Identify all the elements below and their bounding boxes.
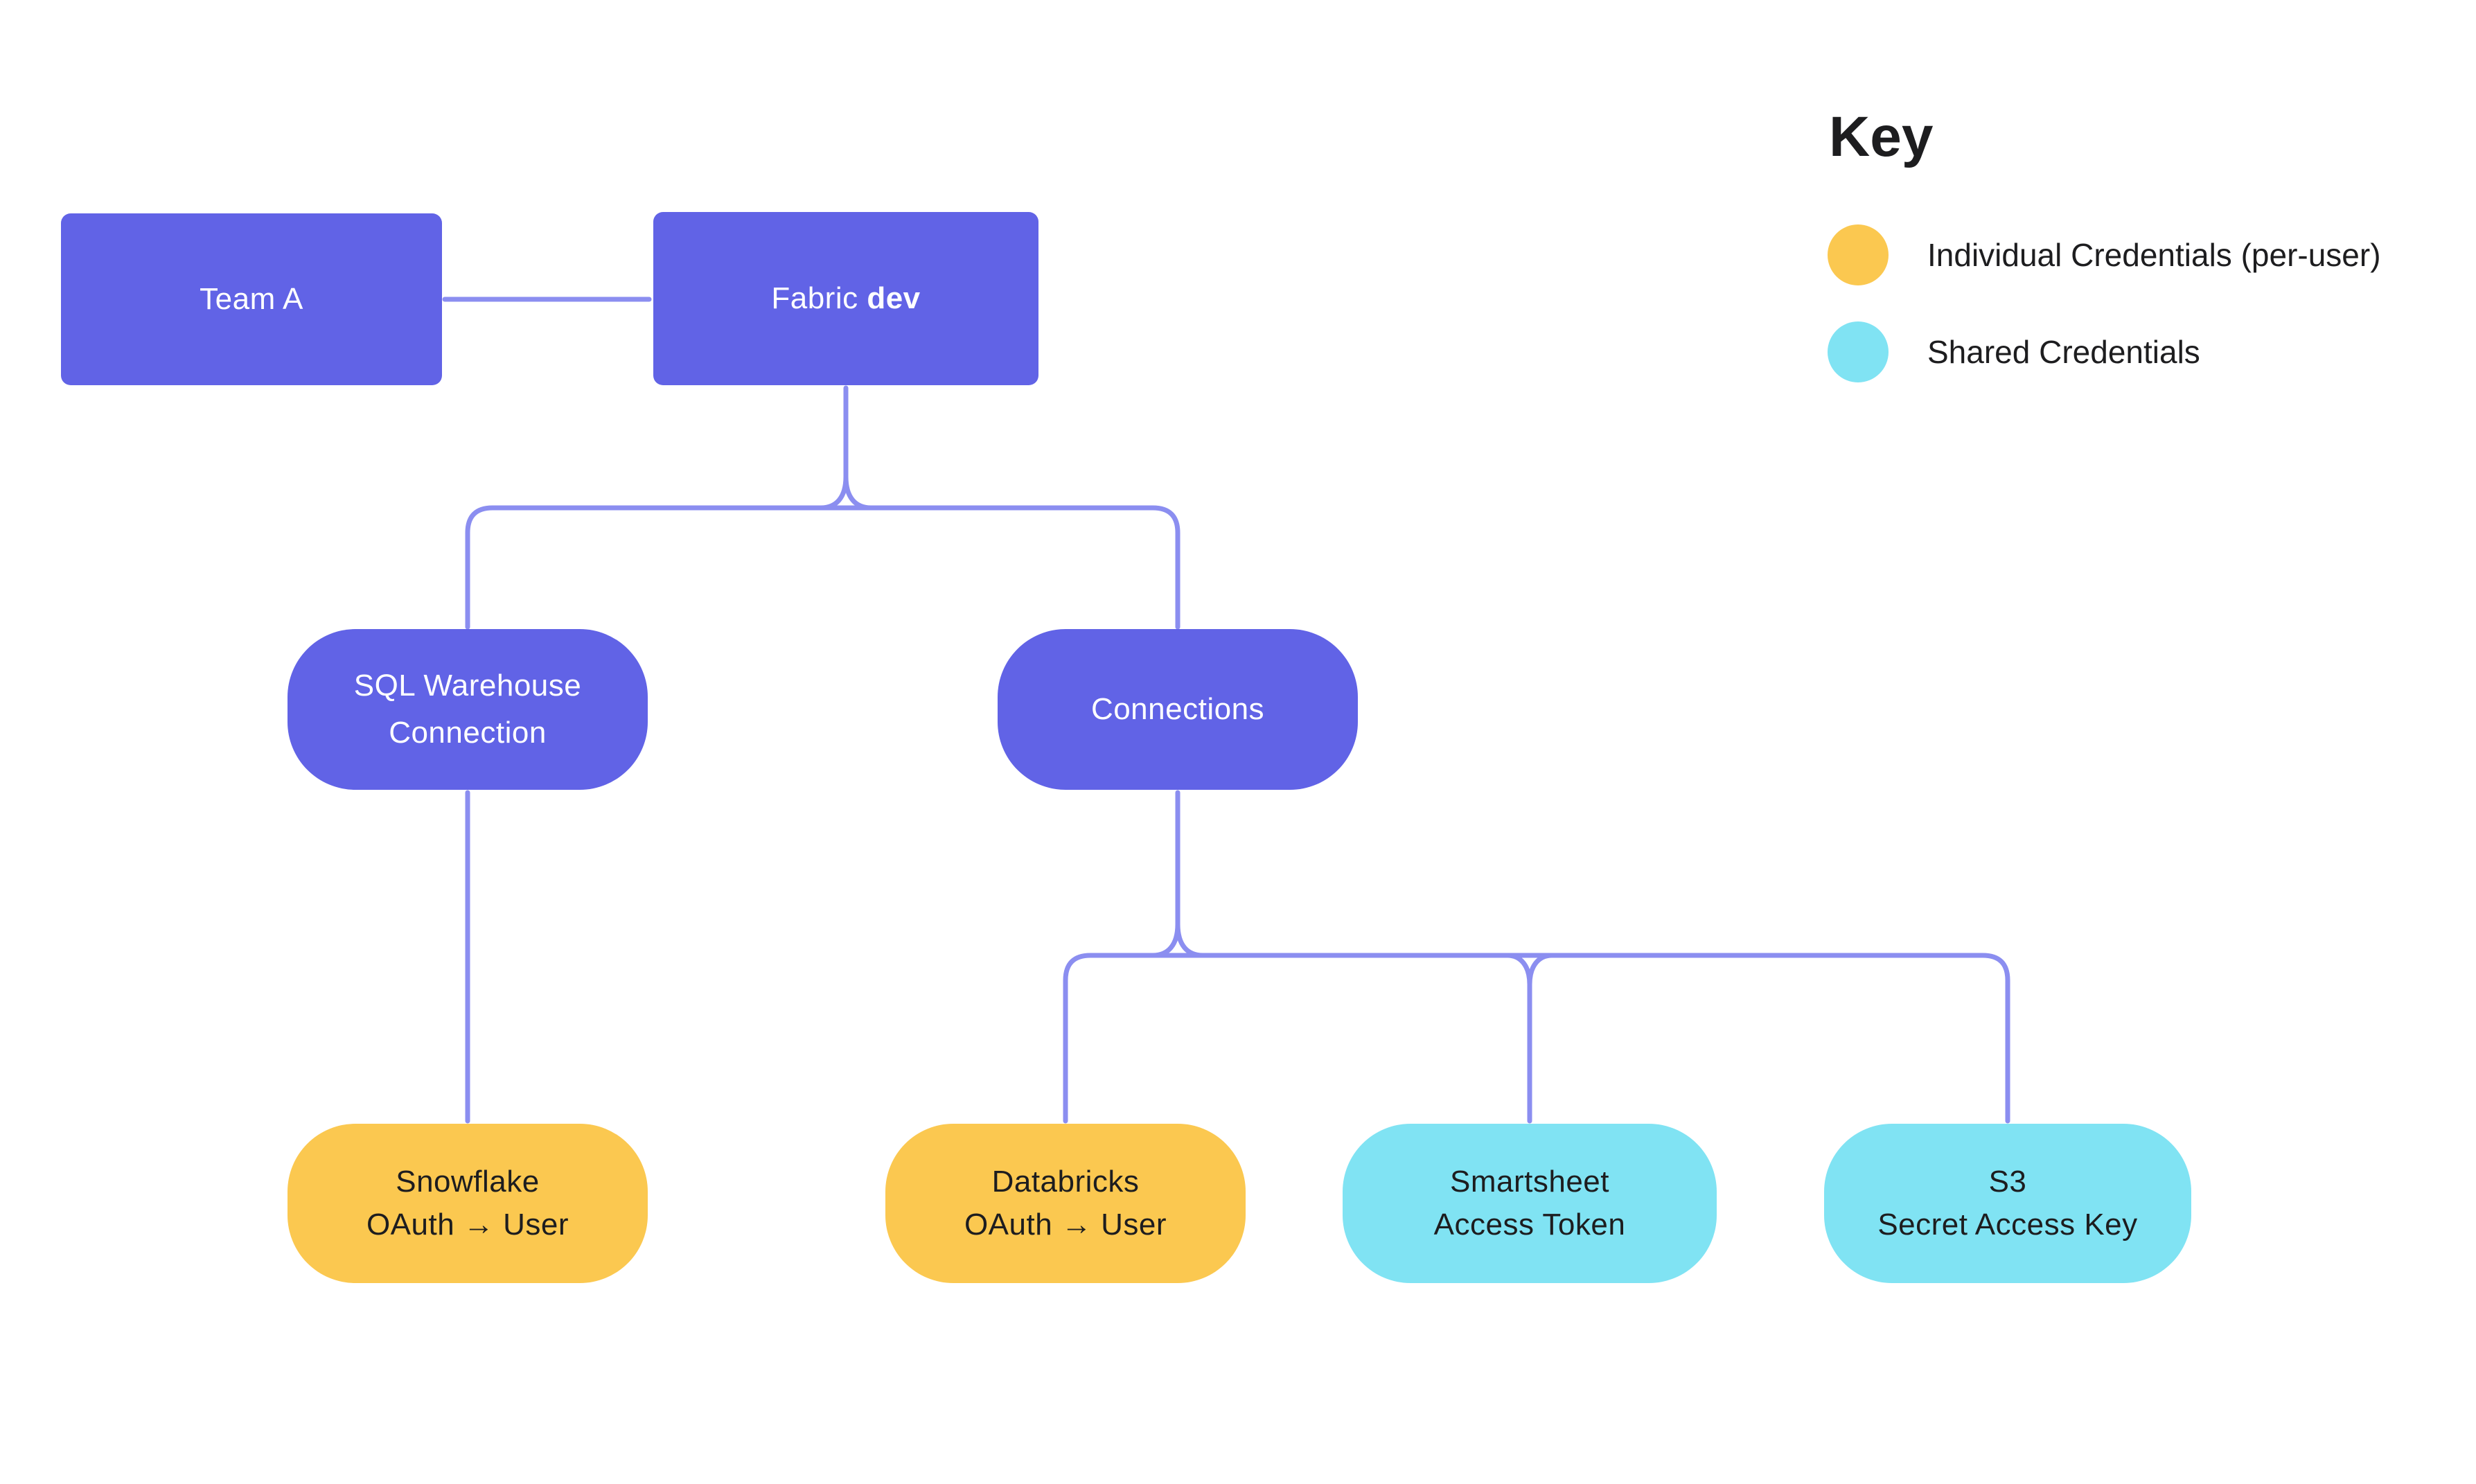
node-team-a: Team A [61, 213, 442, 385]
fabric-label-prefix: Fabric [771, 281, 858, 315]
node-databricks-line2: OAuth → User [964, 1208, 1167, 1242]
node-connections-label: Connections [1090, 692, 1265, 726]
node-fabric-dev: Fabric dev [653, 212, 1038, 385]
legend-label-shared: Shared Credentials [1927, 334, 2200, 370]
node-smartsheet-line2: Access Token [1433, 1208, 1626, 1242]
node-smartsheet-line1: Smartsheet [1450, 1165, 1609, 1199]
node-s3-line2: Secret Access Key [1877, 1208, 2138, 1242]
connector-branch-level2 [1063, 953, 2010, 1124]
node-fabric-dev-label: Fabric dev [771, 277, 920, 320]
connector-connections-stem-flare-left [1150, 921, 1180, 958]
node-snowflake: Snowflake OAuth → User [288, 1124, 648, 1283]
legend-row-individual: Individual Credentials (per-user) [1828, 224, 2381, 285]
connector-connections-stem-flare-right [1175, 921, 1205, 958]
node-databricks-line1: Databricks [991, 1165, 1140, 1199]
node-sql-line2: Connection [389, 716, 547, 750]
connector-fabric-stem-flare-right [843, 474, 874, 511]
individual-credentials-swatch-icon [1828, 224, 1889, 285]
node-team-a-label: Team A [200, 282, 303, 316]
legend-row-shared: Shared Credentials [1828, 321, 2381, 382]
node-smartsheet: Smartsheet Access Token [1343, 1124, 1717, 1283]
legend-title: Key [1829, 105, 1934, 168]
connector-smartsheet-drop-flare-right [1527, 953, 1555, 987]
legend: Key Individual Credentials (per-user) Sh… [1828, 103, 2381, 418]
node-s3-line1: S3 [1988, 1165, 2027, 1199]
node-sql-warehouse-connection: SQL Warehouse Connection [288, 629, 648, 790]
connector-fabric-stem-flare-left [818, 474, 849, 511]
node-snowflake-line1: Snowflake [396, 1165, 540, 1199]
connector-smartsheet-drop-flare-left [1505, 953, 1532, 987]
node-s3: S3 Secret Access Key [1824, 1124, 2191, 1283]
shared-credentials-swatch-icon [1828, 321, 1889, 382]
node-snowflake-line2: OAuth → User [366, 1208, 569, 1242]
node-sql-line1: SQL Warehouse [353, 669, 582, 703]
node-databricks: Databricks OAuth → User [885, 1124, 1246, 1283]
node-connections: Connections [998, 629, 1358, 790]
legend-label-individual: Individual Credentials (per-user) [1927, 237, 2381, 273]
fabric-label-env: dev [867, 281, 921, 315]
connector-branch-level1 [465, 505, 1180, 630]
